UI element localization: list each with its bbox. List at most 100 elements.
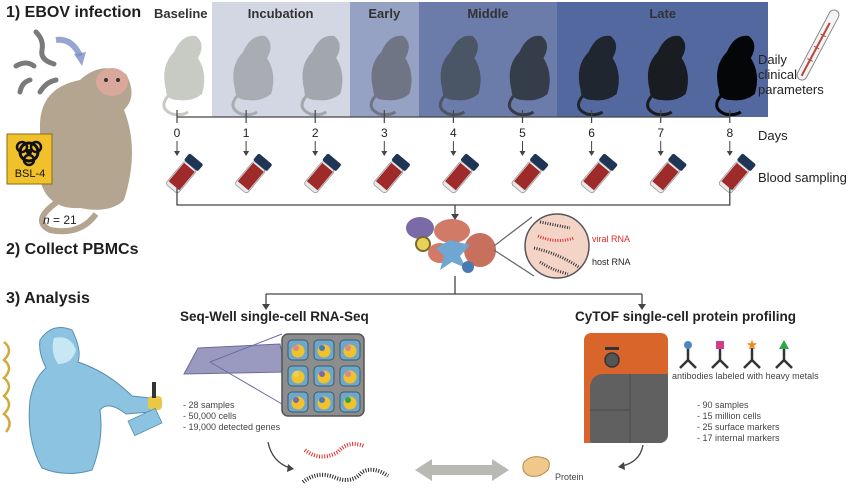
- cohort-size-symbol: n: [43, 213, 50, 227]
- microwell-cell-icon: [287, 339, 309, 361]
- metal-tag-circle: [684, 341, 692, 349]
- antibody-square-icon: [711, 341, 729, 369]
- day-label: 3: [380, 126, 388, 140]
- blood-tube-icon: [649, 153, 687, 194]
- protein-label: Protein: [555, 472, 584, 482]
- microwell-cell-icon: [339, 339, 361, 361]
- infection-arrow-icon: [55, 36, 83, 58]
- biosafety-level-label: BSL-4: [14, 168, 46, 180]
- clinical-parameters-label: Daily clinical parameters: [758, 52, 824, 97]
- microwell-cell-icon: [339, 365, 361, 387]
- microwell-cell-icon: [313, 339, 335, 361]
- viral-rna-label: viral RNA: [592, 234, 631, 244]
- sampling-arrowhead: [312, 151, 319, 156]
- monkey-silhouette-icon: [507, 35, 550, 117]
- days-axis-label: Days: [758, 128, 788, 143]
- blood-tube-icon: [580, 153, 618, 194]
- cytof-stats: - 90 samples - 15 million cells - 25 sur…: [697, 400, 780, 444]
- blood-tube-icon: [718, 153, 756, 194]
- clinical-line-2: clinical: [758, 67, 798, 82]
- host-rna-strand-icon: [301, 467, 390, 484]
- antibody-caption: antibodies labeled with heavy metals: [672, 371, 819, 381]
- blood-tube-icon: [442, 153, 479, 194]
- day-label: 5: [519, 126, 526, 140]
- clinical-line-1: Daily: [758, 52, 787, 67]
- day-label: 2: [311, 126, 319, 140]
- bidirectional-arrow-icon: [415, 459, 509, 481]
- protein-icon: [522, 456, 550, 477]
- phase-label-baseline: Baseline: [154, 6, 208, 21]
- monkey-silhouette-icon: [162, 35, 205, 117]
- microwell-cell-icon: [287, 365, 309, 387]
- cytof-title: CyTOF single-cell protein profiling: [575, 309, 797, 324]
- blood-tube-icon: [235, 153, 272, 194]
- antibody-circle-icon: [679, 341, 697, 369]
- blood-tube-icon: [166, 153, 203, 194]
- phase-label-early: Early: [368, 6, 401, 21]
- monkey-silhouette-icon: [438, 35, 481, 117]
- monkey-silhouette-icon: [715, 35, 758, 117]
- monkey-silhouette-icon: [646, 35, 688, 117]
- step1-title: 1) EBOV infection: [6, 4, 142, 21]
- microwell-cell-icon: [313, 391, 335, 413]
- sampling-arrowhead: [726, 151, 733, 156]
- seqwell-title: Seq-Well single-cell RNA-Seq: [180, 309, 369, 324]
- cohort-size-value: = 21: [53, 213, 77, 227]
- metal-tag-triangle: [779, 340, 789, 349]
- viral-rna-icon: [537, 234, 575, 243]
- cytof-stat: - 25 surface markers: [697, 422, 780, 432]
- metal-tag-star: [746, 339, 758, 350]
- viral-rna-strand-icon: [303, 442, 365, 459]
- step2-title: 2) Collect PBMCs: [6, 241, 139, 258]
- sampling-arrowhead: [450, 151, 457, 156]
- monkey-silhouette-icon: [300, 35, 343, 117]
- cytof-stat: - 17 internal markers: [697, 433, 780, 443]
- microwell-cell-icon: [287, 391, 309, 413]
- rhesus-macaque-icon: [39, 68, 133, 235]
- day-label: 4: [450, 126, 457, 140]
- seqwell-stat: - 19,000 detected genes: [183, 422, 281, 432]
- biohazard-badge: [6, 133, 53, 185]
- clinical-line-3: parameters: [758, 82, 824, 97]
- rna-magnifier: [493, 213, 590, 279]
- microwell-cell-icon: [339, 391, 361, 413]
- cytof-stat: - 90 samples: [697, 400, 749, 410]
- sampling-arrowhead: [381, 151, 388, 156]
- sampling-arrowhead: [243, 151, 250, 156]
- sample-collection-bracket: [176, 188, 731, 206]
- ebola-virus-icon: [13, 29, 59, 95]
- day-label: 6: [588, 126, 595, 140]
- phase-label-incubation: Incubation: [247, 6, 314, 21]
- seqwell-stat: - 50,000 cells: [183, 411, 237, 421]
- seqwell-stat: - 28 samples: [183, 400, 235, 410]
- day-label: 8: [726, 126, 734, 140]
- blood-sampling-label: Blood sampling: [758, 170, 847, 185]
- host-rna-icon: [539, 220, 571, 230]
- day-label: 7: [657, 126, 665, 140]
- antibody-star-icon: [743, 339, 761, 369]
- pbmc-cells-icon: [406, 217, 496, 273]
- antibody-triangle-icon: [775, 340, 793, 369]
- blood-tube-icon: [304, 153, 341, 194]
- sampling-arrowhead: [519, 151, 526, 156]
- phase-label-middle: Middle: [467, 6, 509, 21]
- sampling-arrowhead: [174, 151, 180, 156]
- blood-tube-icon: [511, 153, 549, 194]
- host-rna-label: host RNA: [592, 257, 631, 267]
- seqwell-stats: - 28 samples - 50,000 cells - 19,000 det…: [183, 400, 280, 433]
- metal-tag-square: [716, 341, 724, 349]
- monkey-silhouette-icon: [231, 35, 274, 117]
- blood-tube-icon: [373, 153, 410, 194]
- cohort-size-label: n = 21: [43, 213, 77, 227]
- day-label: 1: [242, 126, 250, 140]
- sampling-arrowhead: [588, 151, 595, 156]
